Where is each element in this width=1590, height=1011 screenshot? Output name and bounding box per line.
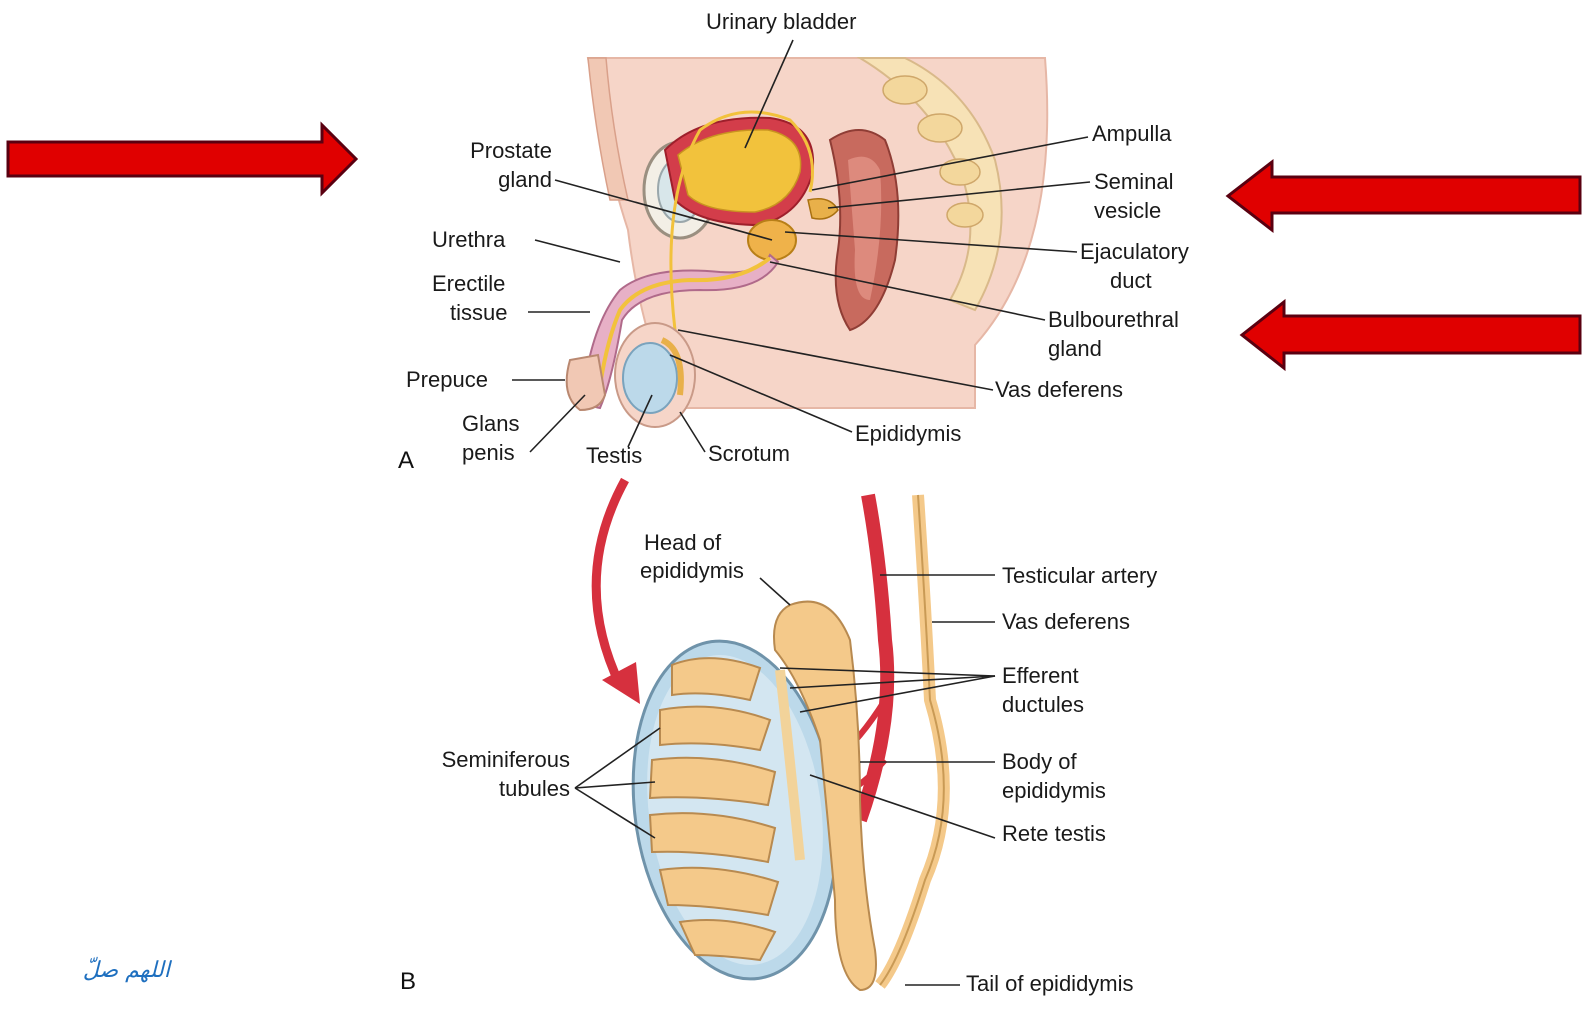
label-urinary-bladder: Urinary bladder — [706, 8, 856, 35]
label-vas-deferens-a: Vas deferens — [995, 376, 1123, 403]
label-erectile-line1: Erectile — [432, 270, 505, 297]
label-testicular-artery: Testicular artery — [1002, 562, 1157, 589]
label-epididymis: Epididymis — [855, 420, 961, 447]
label-head-line2: epididymis — [640, 557, 744, 584]
label-tail-of-epididymis: Tail of epididymis — [966, 970, 1134, 997]
label-ejaculatory-line2: duct — [1110, 267, 1152, 294]
label-testis: Testis — [586, 442, 642, 469]
label-bulbourethral-line2: gland — [1048, 335, 1102, 362]
label-rete-testis: Rete testis — [1002, 820, 1106, 847]
label-scrotum: Scrotum — [708, 440, 790, 467]
label-body-line1: Body of — [1002, 748, 1077, 775]
label-vas-deferens-b: Vas deferens — [1002, 608, 1130, 635]
label-seminiferous-line1: Seminiferous — [400, 746, 570, 773]
label-seminiferous-line2: tubules — [400, 775, 570, 802]
label-ampulla: Ampulla — [1092, 120, 1171, 147]
label-glans-line2: penis — [462, 439, 515, 466]
arabic-footer-text: اللهم صلّ — [0, 958, 170, 983]
right-red-arrow-top — [1228, 162, 1580, 230]
label-bulbourethral-line1: Bulbourethral — [1048, 306, 1179, 333]
label-efferent-line2: ductules — [1002, 691, 1084, 718]
label-seminal-line2: vesicle — [1094, 197, 1161, 224]
label-head-line1: Head of — [644, 529, 721, 556]
label-efferent-line1: Efferent — [1002, 662, 1079, 689]
label-prostate-line2: gland — [440, 166, 552, 193]
right-red-arrow-bottom — [1242, 302, 1580, 368]
label-prostate-line1: Prostate — [440, 137, 552, 164]
label-seminal-line1: Seminal — [1094, 168, 1173, 195]
label-prepuce: Prepuce — [406, 366, 488, 393]
label-body-line2: epididymis — [1002, 777, 1106, 804]
label-urethra: Urethra — [432, 226, 505, 253]
pelvic-section-illustration — [567, 58, 1048, 427]
panel-letter-b: B — [400, 968, 416, 996]
label-glans-line1: Glans — [462, 410, 519, 437]
left-red-arrow — [8, 125, 356, 193]
panel-letter-a: A — [398, 447, 414, 475]
label-ejaculatory-line1: Ejaculatory — [1080, 238, 1189, 265]
label-erectile-line2: tissue — [450, 299, 507, 326]
